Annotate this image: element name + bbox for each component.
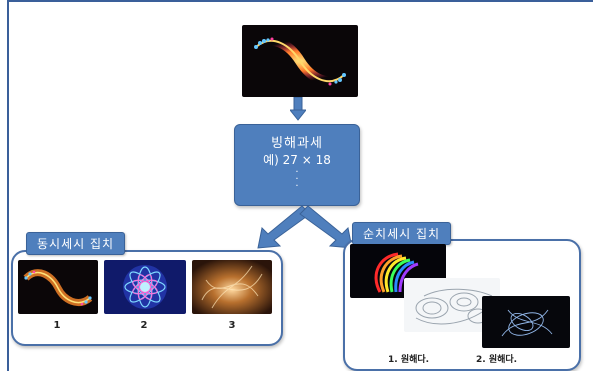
right-image-3 bbox=[482, 296, 570, 348]
right-image-1 bbox=[350, 244, 446, 298]
right-group-label: 순치세시 집치 bbox=[352, 222, 452, 245]
center-box-dots: ··· bbox=[295, 167, 299, 192]
left-number-2: 2 bbox=[140, 320, 148, 331]
center-box-title: 빙해과세 bbox=[271, 136, 323, 151]
center-process-box: 빙해과세 예) 27 × 18 ··· bbox=[234, 124, 360, 206]
left-image-1 bbox=[18, 260, 98, 314]
frame-left-line bbox=[7, 0, 9, 371]
left-number-1: 1 bbox=[53, 320, 61, 331]
arrow-right-down-icon bbox=[299, 205, 353, 249]
right-caption-2: 2. 원해다. bbox=[476, 355, 518, 365]
top-fractal-image bbox=[242, 25, 358, 97]
center-box-example: 예) 27 × 18 bbox=[263, 153, 331, 167]
arrow-left-down-icon bbox=[257, 205, 311, 249]
left-number-3: 3 bbox=[228, 320, 236, 331]
left-image-3 bbox=[192, 260, 272, 314]
right-caption-1: 1. 원해다. bbox=[388, 355, 430, 365]
arrow-down-icon bbox=[290, 97, 306, 121]
frame-top-line bbox=[7, 0, 593, 2]
left-image-2 bbox=[104, 260, 186, 314]
left-group-label: 동시세시 집치 bbox=[26, 232, 126, 255]
